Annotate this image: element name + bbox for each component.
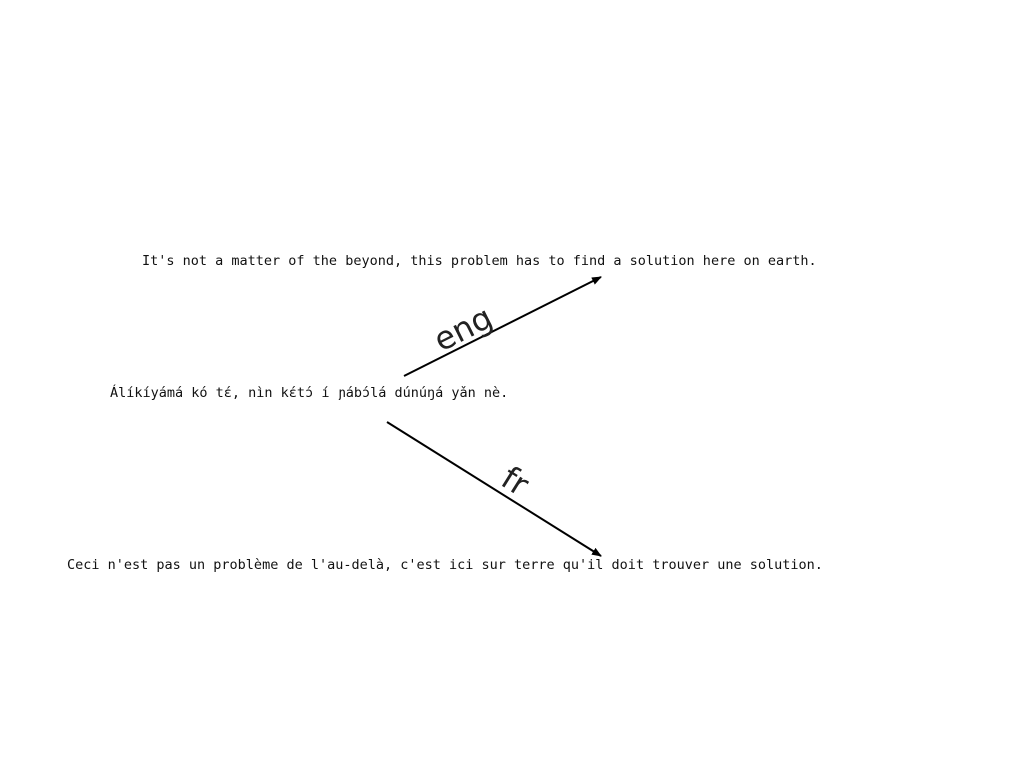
french-translation-text: Ceci n'est pas un problème de l'au-delà,…	[67, 557, 823, 573]
arrow-english	[403, 276, 602, 377]
arrow-french	[386, 421, 602, 557]
source-sentence-text: Álíkíyámá kó tɛ́, nìn kɛ́tɔ́ í ɲábɔ́lá d…	[110, 385, 509, 401]
arrow-label-french: fr	[495, 459, 537, 505]
english-translation-text: It's not a matter of the beyond, this pr…	[142, 253, 817, 269]
arrow-label-english: eng	[428, 298, 499, 359]
